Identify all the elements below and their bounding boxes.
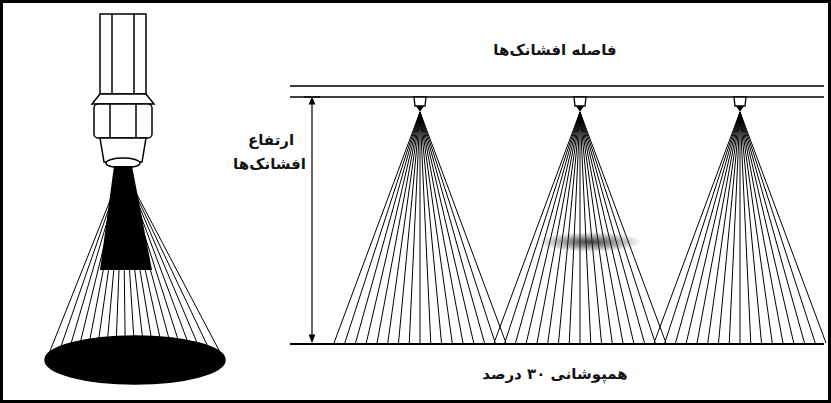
spray-stroke	[740, 112, 805, 343]
spray-stroke	[494, 112, 580, 343]
spray-stroke	[740, 112, 741, 343]
spray-stroke	[87, 168, 123, 356]
spray-stroke	[665, 112, 740, 343]
spray-stroke	[123, 168, 203, 356]
spray-stroke	[67, 168, 123, 356]
spray-stroke	[420, 112, 495, 343]
spray-stroke	[356, 112, 421, 343]
spray-stroke	[420, 112, 463, 343]
overlap-zone	[538, 232, 642, 252]
hex-facet	[111, 14, 113, 94]
spray-stroke	[420, 112, 506, 343]
caption-label: فاصله افشانک‌ها	[440, 38, 670, 62]
spray-stroke	[580, 112, 612, 343]
spray-stroke	[697, 112, 740, 343]
spray-stroke	[580, 112, 666, 343]
caption-label: همپوشانی ۳۰ درصد	[440, 362, 670, 386]
nozzle-detail	[45, 14, 225, 384]
dimension-tick	[304, 96, 320, 97]
spray-stroke	[388, 112, 420, 343]
spray-stroke	[654, 112, 740, 343]
spray-stroke	[740, 112, 783, 343]
nozzle-tip	[576, 106, 584, 112]
spray-stroke	[58, 168, 123, 356]
nut-facet	[135, 104, 137, 138]
spray-stroke	[399, 112, 421, 343]
spray-stroke	[740, 112, 762, 343]
hex-facet	[133, 14, 135, 94]
boom-nozzle	[414, 97, 426, 106]
spray-footprint	[45, 336, 225, 384]
spray-stroke	[580, 112, 591, 343]
spray-stroke	[377, 112, 420, 343]
spray-stroke	[420, 112, 485, 343]
spray-stroke	[123, 168, 154, 356]
spray-stroke	[366, 112, 420, 343]
spray-stroke	[420, 112, 474, 343]
nut-facet	[109, 104, 111, 138]
spray-stroke	[676, 112, 741, 343]
spray-stroke	[516, 112, 581, 343]
spray-stroke	[740, 112, 826, 343]
nozzle-hex-body	[100, 14, 146, 94]
spray-stroke	[569, 112, 580, 343]
spray-stroke	[708, 112, 740, 343]
spray-stroke	[420, 112, 452, 343]
spray-stroke	[334, 112, 420, 343]
spray-stroke	[505, 112, 580, 343]
spray-stroke	[740, 112, 815, 343]
spray-stroke	[77, 168, 123, 356]
spray-fans	[334, 97, 826, 343]
spray-stroke	[345, 112, 420, 343]
nozzle-nut	[94, 104, 152, 138]
spray-stroke	[740, 112, 794, 343]
nozzle-tip	[416, 106, 424, 112]
spray-stroke	[420, 112, 421, 343]
spray-stroke	[48, 168, 123, 356]
ground-line	[290, 343, 824, 345]
spray-stroke	[740, 112, 772, 343]
nozzle-collar	[92, 94, 154, 104]
spray-stroke	[116, 168, 123, 356]
spray-stroke	[559, 112, 581, 343]
spray-stroke	[526, 112, 580, 343]
nozzle-tip	[736, 106, 744, 112]
spray-stroke	[123, 168, 183, 356]
spray-stroke	[580, 112, 655, 343]
height-dimension	[311, 97, 312, 342]
spray-fan	[48, 168, 222, 356]
spray-stroke	[686, 112, 740, 343]
spray-stroke	[548, 112, 580, 343]
spray-stroke	[729, 112, 740, 343]
spray-stroke	[740, 112, 751, 343]
spray-stroke	[719, 112, 741, 343]
dimension-label: ارتفاع افشانک‌ها	[236, 128, 306, 176]
spray-stroke	[580, 112, 623, 343]
spray-stroke	[96, 168, 123, 356]
spray-stroke	[580, 112, 634, 343]
spray-stroke	[106, 168, 123, 356]
spray-stroke	[580, 112, 602, 343]
spray-stroke	[123, 168, 174, 356]
boom-nozzle	[574, 97, 586, 106]
spray-stroke	[580, 112, 645, 343]
boom-pipe	[290, 85, 824, 87]
spray-stroke	[123, 168, 212, 356]
spray-stroke	[123, 168, 222, 356]
boom-nozzle	[734, 97, 746, 106]
spray-stroke	[537, 112, 580, 343]
spray-stroke	[420, 112, 431, 343]
spray-stroke	[409, 112, 420, 343]
spray-stroke	[580, 112, 581, 343]
spray-stroke	[420, 112, 442, 343]
spray-stroke	[123, 168, 193, 356]
